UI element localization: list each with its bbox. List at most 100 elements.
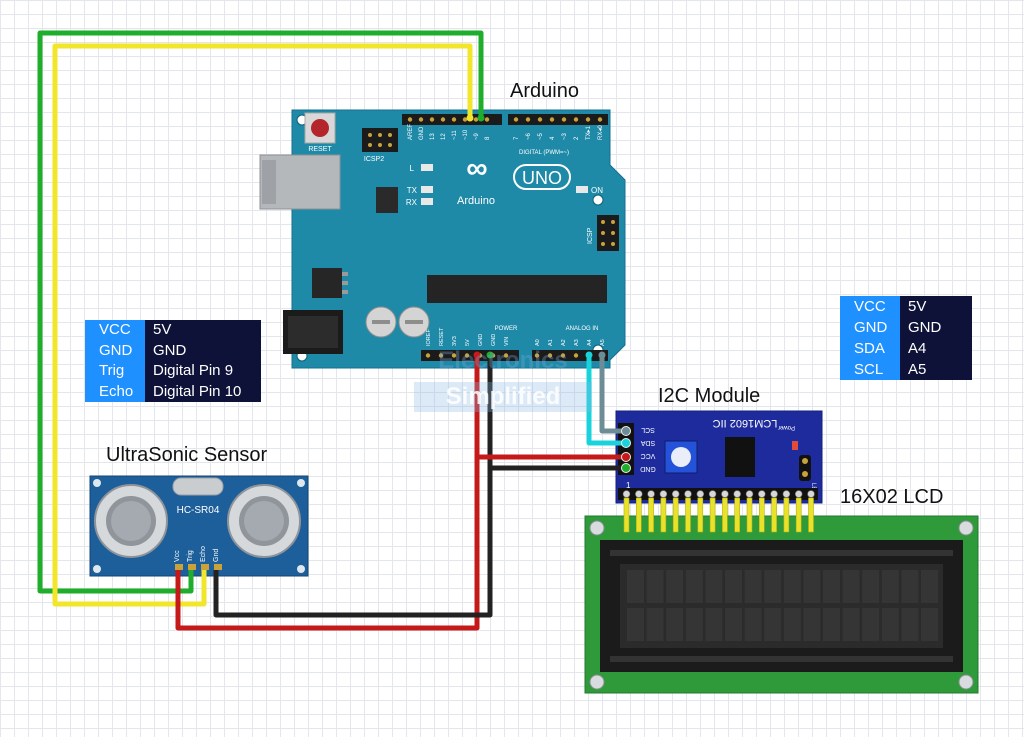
wire-contacts: [466, 114, 631, 473]
header-pin-head: [758, 490, 766, 498]
ultrasonic-title: UltraSonic Sensor: [106, 444, 268, 466]
pin-label-echo: Echo: [200, 546, 207, 562]
power-header: [421, 350, 519, 361]
receiver-eye: [227, 484, 301, 558]
digital-pin: [418, 117, 424, 122]
pin-cell: GND: [840, 317, 900, 338]
analog-pin-label: A5: [600, 339, 606, 346]
lcd-cell: [646, 608, 664, 641]
header-pin-head: [770, 490, 778, 498]
connection-cell: Digital Pin 9: [145, 361, 261, 382]
wire-trig-green: [37, 30, 484, 594]
uno-label: UNO: [522, 168, 562, 188]
lcd-cell: [744, 570, 762, 603]
header-pin: [808, 497, 814, 533]
i2c-pin-header: [618, 423, 634, 475]
wires: [37, 30, 626, 631]
regulator: [312, 268, 342, 298]
lcd-cell: [823, 608, 840, 641]
digital-pin-label: RX◂0: [598, 125, 604, 140]
header-pin-head: [794, 490, 803, 498]
power-label: Power: [778, 424, 795, 430]
ultrasonic-sensor: HC-SR04 Vcc Trig Echo Gnd: [89, 475, 309, 577]
lcd-cell: [783, 570, 801, 603]
pin-label-trig: Trig: [187, 550, 194, 562]
rx-label: RX: [406, 198, 418, 207]
digital-pin: [484, 117, 490, 122]
lcd-cell: [862, 608, 880, 641]
header-pin-head: [671, 490, 680, 498]
lcd-cell: [764, 608, 782, 641]
lcd-cell: [823, 570, 840, 603]
lcd-cell: [881, 570, 899, 603]
lcd-cell: [803, 570, 821, 603]
on-label: ON: [591, 186, 603, 195]
connection-cell: A4: [900, 338, 972, 359]
connection-cell: Digital Pin 10: [145, 381, 261, 402]
digital-pin-label: ~6: [526, 132, 532, 140]
lcd-cell: [862, 570, 880, 603]
analog-pin: [547, 353, 553, 358]
l-led: [421, 164, 433, 171]
pin-label-vcc: VCC: [641, 452, 656, 459]
digital-pin: [573, 117, 579, 122]
digital-pin-label: 2: [574, 136, 580, 140]
header-pin: [635, 497, 642, 533]
pin1-label: 1: [626, 481, 631, 490]
power-pin-label: IOREF: [426, 329, 432, 346]
header-pin-head: [745, 490, 754, 498]
digital-pin-label: GND: [419, 126, 425, 140]
transmitter-eye: [94, 484, 168, 558]
power-pin-label: RESET: [439, 327, 445, 346]
crystal: [172, 477, 224, 496]
header-pin: [660, 497, 667, 533]
icsp-header: [597, 215, 619, 251]
header-pin-head: [807, 490, 815, 498]
header-pin-head: [622, 490, 631, 498]
l-label: L: [410, 164, 415, 173]
lcd-cell: [725, 570, 742, 603]
header-pin-head: [733, 490, 741, 498]
connection-cell: 5V: [145, 320, 261, 341]
digital-pin: [462, 117, 468, 122]
digital-pin: [407, 117, 413, 122]
i2c-board: [615, 410, 823, 504]
header-pin: [722, 497, 728, 533]
pin-cell: Echo: [85, 381, 145, 402]
digital-pin: [473, 117, 479, 122]
power-label: POWER: [495, 326, 518, 332]
pin-cell: SDA: [840, 338, 900, 359]
lcd-title: 16X02 LCD: [840, 486, 944, 508]
lcd-cell: [921, 608, 938, 641]
digital-pin: [429, 117, 435, 122]
header-pin: [623, 497, 630, 533]
header-pin-head: [782, 490, 791, 498]
lcd-cell: [725, 608, 742, 641]
lcd-cell: [783, 608, 801, 641]
digital-pin: [451, 117, 457, 122]
lcd-16x02: [584, 515, 979, 694]
arduino-board: RESET ICSP2 ∞ UNO Arduino DIGITAL (PWM=~…: [259, 109, 626, 369]
lcd-cell: [881, 608, 899, 641]
analog-pin: [534, 353, 540, 358]
i2c-chip-label: LCM1602 IIC: [713, 417, 778, 429]
power-pin: [464, 353, 470, 358]
digital-pin-label: AREF: [408, 124, 414, 140]
lcd-cell: [842, 608, 860, 641]
digital-pin: [585, 117, 591, 122]
tx-led: [421, 186, 433, 193]
digital-pin-label: ~3: [562, 132, 568, 140]
pin-label-vcc: Vcc: [174, 550, 181, 562]
lcd-cell: [764, 570, 782, 603]
lcd-cell: [685, 608, 703, 641]
icsp2-header: [362, 128, 398, 152]
pin-label-gnd: GND: [640, 465, 656, 472]
lcd-cell: [803, 608, 821, 641]
digital-pin-label: 8: [485, 136, 491, 140]
icsp-label: ICSP: [587, 227, 594, 244]
header-pin: [685, 497, 691, 533]
reset-label: RESET: [308, 146, 332, 153]
digital-pin: [561, 117, 567, 122]
